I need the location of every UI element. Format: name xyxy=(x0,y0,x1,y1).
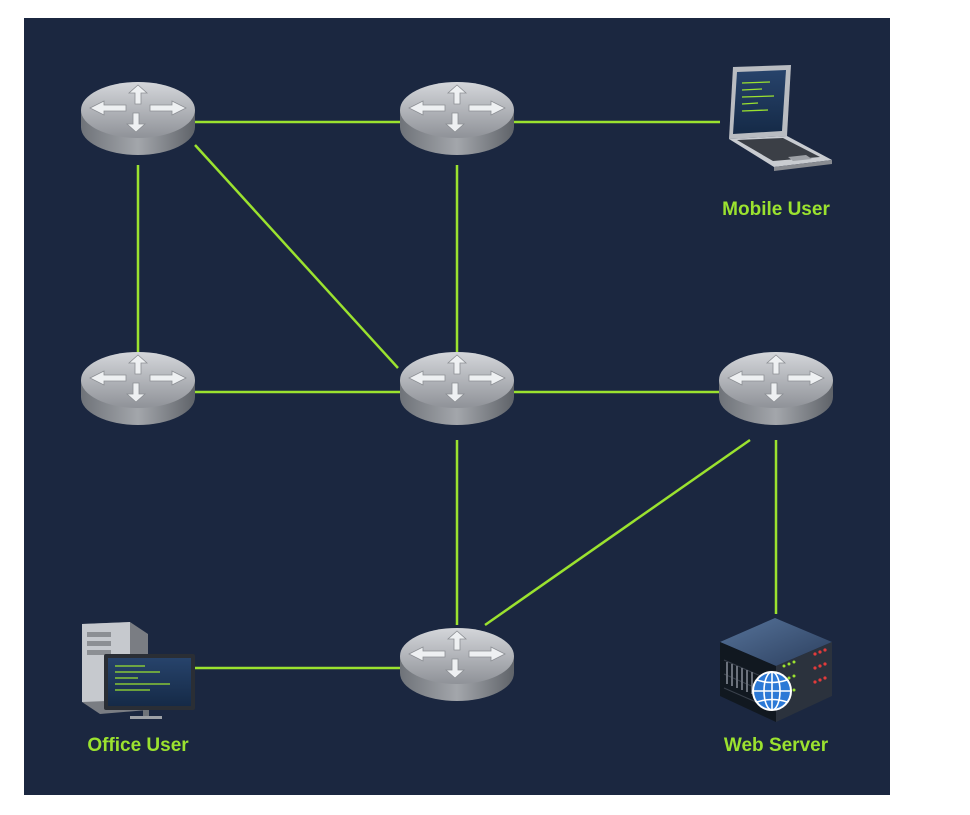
laptop-icon xyxy=(729,65,832,171)
router-middle-right xyxy=(718,351,834,426)
desktop-computer-icon xyxy=(82,622,195,719)
network-links xyxy=(136,120,778,670)
server-icon xyxy=(720,618,832,722)
web-server-label: Web Server xyxy=(723,735,829,756)
router-bottom-center xyxy=(399,627,515,702)
link-r1-r4 xyxy=(194,144,399,369)
office-user-label: Office User xyxy=(87,735,189,756)
globe-icon xyxy=(752,671,792,711)
router-center xyxy=(399,351,515,426)
router-top-left xyxy=(80,81,196,156)
router-top-center xyxy=(399,81,515,156)
mobile-user-label: Mobile User xyxy=(722,199,830,220)
link-r5-r6 xyxy=(484,438,751,627)
router-middle-left xyxy=(80,351,196,426)
